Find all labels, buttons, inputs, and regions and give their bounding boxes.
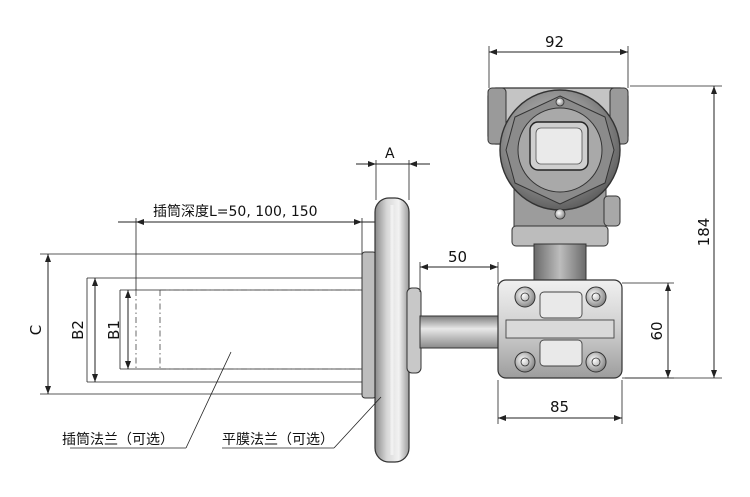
bolt-icon <box>514 286 536 308</box>
callout-barrel-flange: 插筒法兰（可选） <box>62 431 174 448</box>
bolt-icon <box>514 351 536 373</box>
dim-width-top: 92 <box>488 33 629 88</box>
mounting-flange <box>361 197 422 463</box>
dim-neck-label: 50 <box>448 248 467 266</box>
dim-insertion-depth: 插筒深度L=50, 100, 150 <box>118 203 380 290</box>
callout-leaders <box>70 351 382 449</box>
dim-insertion-depth-label: 插筒深度L=50, 100, 150 <box>153 203 318 220</box>
dim-c: C <box>27 254 51 394</box>
dim-body-width-label: 85 <box>550 398 569 416</box>
dim-body-width: 85 <box>497 380 623 424</box>
screw-icon <box>555 97 565 107</box>
dim-b1: B1 <box>105 290 131 369</box>
dim-b2: B2 <box>69 278 98 382</box>
sensor-body <box>497 279 623 379</box>
transmitter-housing <box>487 87 629 281</box>
dim-width-top-label: 92 <box>545 33 564 51</box>
bolt-icon <box>585 286 607 308</box>
dim-a-label: A <box>385 146 395 162</box>
bolt-icon <box>585 351 607 373</box>
dim-body-height-label: 60 <box>648 321 666 340</box>
callout-flat-diaphragm-flange: 平膜法兰（可选） <box>222 432 334 448</box>
dim-b2-label: B2 <box>69 320 87 340</box>
dim-a: A <box>356 146 430 200</box>
dim-b1-label: B1 <box>105 320 123 340</box>
dim-neck: 50 <box>419 248 499 292</box>
insertion-barrel-outline <box>40 253 362 395</box>
dim-c-label: C <box>27 325 45 335</box>
dim-height-total: 184 <box>625 85 722 379</box>
screw-icon <box>554 208 566 220</box>
dim-body-height: 60 <box>622 282 674 379</box>
extension-pipe <box>419 315 499 349</box>
dim-height-total-label: 184 <box>695 218 713 247</box>
